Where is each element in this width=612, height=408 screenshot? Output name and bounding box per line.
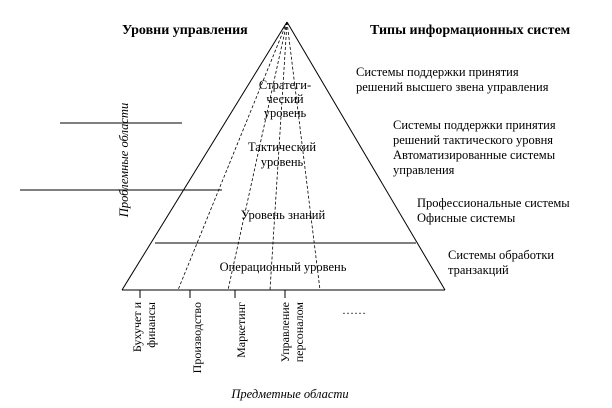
domain-accounting: Бухучет и финансы — [130, 301, 158, 352]
systems-operational: Системы обработки транзакций — [448, 248, 554, 277]
systems-knowledge: Профессиональные системы Офисные системы — [417, 196, 570, 225]
problem-area-lines — [20, 122, 222, 191]
systems-top: Системы поддержки принятия решений высше… — [356, 65, 549, 94]
subject-area-ticks — [139, 290, 286, 298]
systems-top-line1: Системы поддержки принятия — [356, 65, 519, 79]
level-strategic: Стратеги- ческий уровень — [259, 78, 311, 120]
header-levels: Уровни управления — [122, 23, 248, 38]
systems-tactical-line1: Системы поддержки принятия — [393, 118, 556, 132]
domain-marketing: Маркетинг — [234, 302, 248, 358]
level-strategic-line1: Стратеги- — [259, 78, 311, 92]
axis-subject-areas: Предметные области — [230, 387, 348, 401]
domain-more-ellipsis: …… — [342, 303, 366, 317]
systems-knowledge-line1: Профессиональные системы — [417, 196, 570, 210]
level-tactical-line1: Тактический — [248, 140, 316, 154]
domain-hr-line2: персоналом — [292, 302, 306, 363]
systems-tactical-line2: решений тактического уровня — [393, 133, 553, 147]
header-systems: Типы информационных систем — [370, 23, 571, 38]
domain-accounting-line1: Бухучет и — [130, 301, 144, 352]
level-operational: Операционный уровень — [220, 260, 347, 274]
level-knowledge: Уровень знаний — [241, 208, 326, 222]
level-tactical-line2: уровень — [261, 155, 304, 169]
domain-production: Производство — [190, 302, 204, 373]
level-strategic-line3: уровень — [264, 106, 307, 120]
systems-top-line2: решений высшего звена управления — [356, 80, 549, 94]
systems-tactical-line3: Автоматизированные системы — [393, 148, 556, 162]
fan-line-hr — [286, 21, 321, 291]
systems-tactical-line4: управления — [393, 163, 455, 177]
pyramid-right-edge — [286, 21, 446, 291]
systems-tactical: Системы поддержки принятия решений такти… — [393, 118, 556, 177]
domain-accounting-line2: финансы — [144, 302, 158, 348]
systems-operational-line1: Системы обработки — [448, 248, 554, 262]
level-strategic-line2: ческий — [266, 92, 303, 106]
level-tactical: Тактический уровень — [248, 140, 316, 169]
systems-operational-line2: транзакций — [448, 263, 509, 277]
pyramid-left-edge — [121, 21, 288, 291]
pyramid-outline — [121, 21, 446, 291]
fan-line-production — [227, 21, 288, 291]
domain-hr-line1: Управление — [278, 302, 292, 362]
subject-area-fan-lines — [177, 21, 321, 291]
axis-problem-areas: Проблемные области — [117, 103, 131, 218]
domain-hr: Управление персоналом — [278, 302, 306, 363]
fan-line-accounting — [177, 21, 288, 291]
systems-knowledge-line2: Офисные системы — [417, 211, 516, 225]
